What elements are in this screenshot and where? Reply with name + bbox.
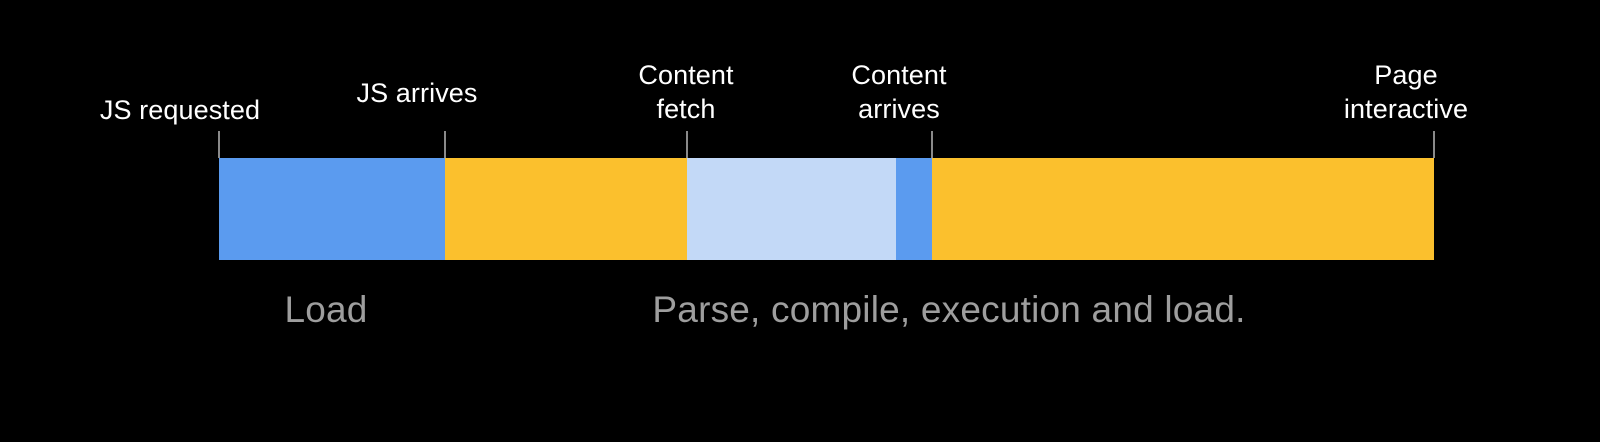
tick-content-arrives (931, 131, 933, 158)
event-label-content-arrives: Content arrives (851, 60, 947, 124)
event-label-content-fetch: Content fetch (638, 60, 734, 124)
phase-caption-parse-compile-execute-load: Parse, compile, execution and load. (652, 289, 1246, 330)
bar-segment-execution-and-load (932, 158, 1434, 260)
event-label-page-interactive: Page interactive (1343, 60, 1469, 124)
tick-js-arrives (444, 131, 446, 158)
bar-segment-content-download (896, 158, 932, 260)
event-label-js-arrives: JS arrives (356, 78, 478, 108)
tick-js-requested (218, 131, 220, 158)
tick-page-interactive (1433, 131, 1435, 158)
bar-segment-content-fetch-wait (687, 158, 896, 260)
timeline-bar (219, 158, 1434, 260)
phase-caption-load: Load (284, 289, 368, 330)
bar-segment-js-parse-compile (445, 158, 687, 260)
event-label-js-requested: JS requested (99, 95, 261, 125)
bar-segment-js-download (219, 158, 445, 260)
tick-content-fetch (686, 131, 688, 158)
